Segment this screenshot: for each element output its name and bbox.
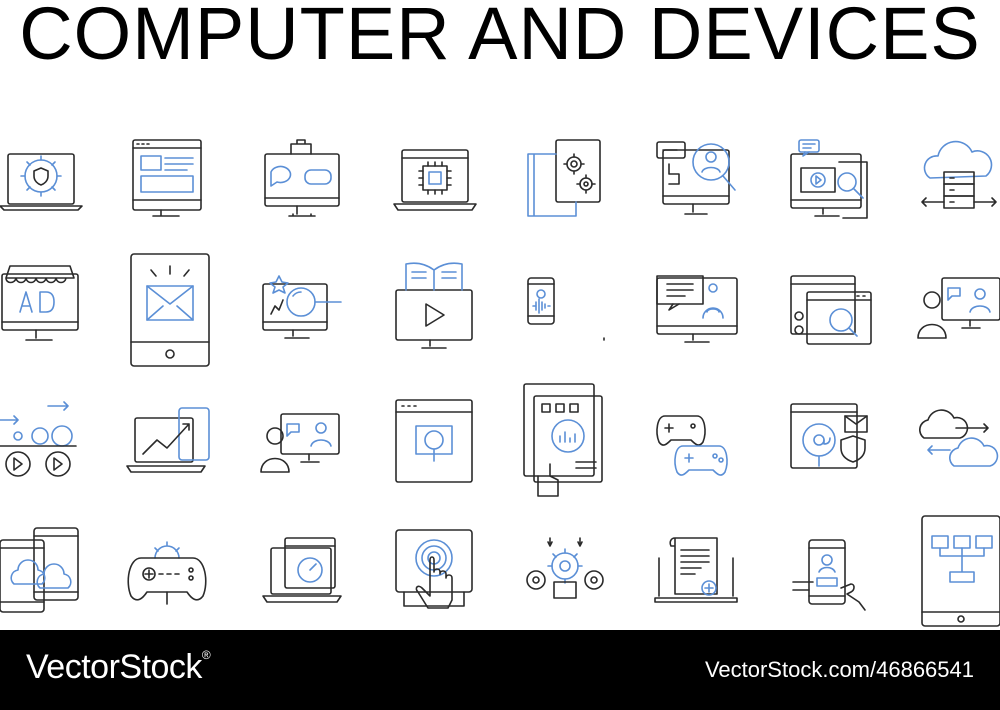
monitor-book-video-icon [390, 254, 480, 354]
image-id: VectorStock.com/46866541 [704, 657, 974, 682]
browser-email-shield-icon [787, 390, 877, 490]
page-title: COMPUTER AND DEVICES [19, 0, 981, 75]
laptop-chip-icon [390, 128, 480, 228]
cloud-transfer-icon [914, 390, 1000, 490]
laptop-growth-chart-icon [121, 390, 211, 490]
monitor-user-search-icon [653, 128, 743, 228]
brand-name: VectorStock [26, 648, 202, 686]
monitor-ad-shop-icon [0, 254, 86, 354]
gamepad-gear-icon [121, 518, 211, 618]
cloud-server-icon [914, 128, 1000, 228]
books-gears-icon [520, 128, 610, 228]
gamepads-icon [653, 390, 743, 490]
registered-mark: ® [201, 648, 211, 662]
laptop-gear-shield-icon [0, 128, 86, 228]
conveyor-gears-icon [0, 390, 86, 490]
document-chart-hand-icon [520, 383, 610, 497]
desktop-web-layout-icon [121, 128, 211, 228]
monitor-video-search-icon [787, 128, 877, 228]
user-video-call-icon [914, 254, 1000, 354]
devices-cloud-icon [0, 518, 86, 618]
footer-bar: VectorStock® VectorStock.com/46866541 [0, 630, 1000, 710]
browser-search-icon [390, 390, 480, 490]
laptop-speedometer-icon [257, 518, 347, 618]
user-monitor-chat-icon [257, 390, 347, 490]
browser-search-settings-icon [787, 254, 877, 354]
vectorstock-logo: VectorStock® [26, 648, 211, 687]
phone-profile-hand-icon [787, 518, 877, 618]
phone-voice-icon [520, 254, 610, 354]
touch-screen-hand-icon [390, 518, 480, 618]
tablet-sitemap-icon [914, 515, 1000, 627]
laptop-scroll-document-icon [653, 518, 743, 618]
gears-settings-icon [520, 518, 610, 618]
tablet-email-icon [121, 253, 211, 367]
monitor-magnifier-star-icon [257, 254, 347, 354]
monitor-chat-bubbles-icon [257, 128, 347, 228]
monitor-chat-headset-icon [653, 254, 743, 354]
icon-grid [0, 128, 1000, 628]
